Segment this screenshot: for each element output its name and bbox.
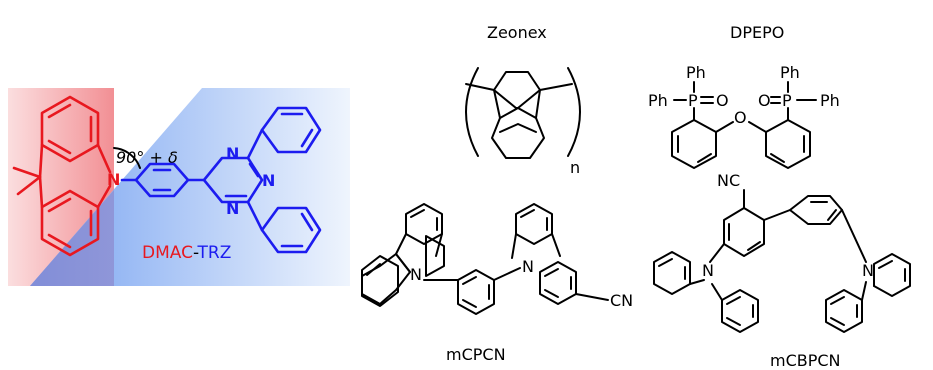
dpepo-p-left: P [688, 91, 698, 110]
dpepo-name: DPEPO [730, 23, 784, 42]
dpepo-structure: DPEPO Ph Ph P O Ph O P Ph O [648, 23, 840, 169]
mcpcn-name: mCPCN [446, 345, 506, 364]
dmac-label: DMAC [142, 243, 193, 263]
trz-nitrogen-2: N [262, 171, 275, 190]
left-bracket [465, 67, 479, 157]
dpepo-ph-top-left: Ph [686, 63, 706, 82]
dpepo-ph-right: Ph [820, 91, 840, 110]
mcbpcn-structure: NC N N mCBPCN [653, 171, 911, 370]
trz-acceptor-unit [120, 106, 322, 254]
trz-nitrogen-3: N [226, 199, 239, 218]
mcpcn-cyano: CN [610, 291, 633, 310]
angle-label: 90° + δ [116, 148, 178, 167]
zeonex-name: Zeonex [487, 23, 547, 42]
mcpcn-nitrogen-left: N [410, 265, 422, 284]
trz-label: TRZ [197, 243, 232, 263]
mcbpcn-cyano: NC [717, 171, 740, 190]
mcbpcn-name: mCBPCN [770, 351, 841, 370]
dmac-trz-label: DMAC-TRZ [142, 243, 231, 263]
dpepo-o-right: O [758, 91, 771, 110]
zeonex-structure: Zeonex n [465, 23, 581, 177]
mcbpcn-nitrogen-right: N [862, 261, 874, 280]
dmac-nitrogen-label: N [107, 170, 120, 189]
plane-overlap [30, 190, 114, 286]
dmac-donor-unit [12, 95, 112, 257]
label-separator: - [193, 243, 199, 263]
dpepo-o-left: O [716, 91, 729, 110]
dpepo-ph-left: Ph [648, 91, 668, 110]
mcpcn-nitrogen-right: N [522, 257, 534, 276]
mcbpcn-nitrogen-left: N [702, 261, 714, 280]
dpepo-ph-top-right: Ph [780, 63, 800, 82]
trz-nitrogen-1: N [226, 144, 239, 163]
zeonex-repeat-n: n [570, 158, 580, 177]
mcpcn-structure: N N CN mCPCN [361, 203, 633, 364]
dpepo-bridge-o: O [734, 108, 747, 127]
dpepo-p-right: P [782, 91, 792, 110]
dmac-trz-molecule: N 90° + δ N N N DMAC-TRZ [8, 88, 350, 286]
angle-arc [113, 147, 141, 169]
right-bracket [567, 67, 581, 157]
